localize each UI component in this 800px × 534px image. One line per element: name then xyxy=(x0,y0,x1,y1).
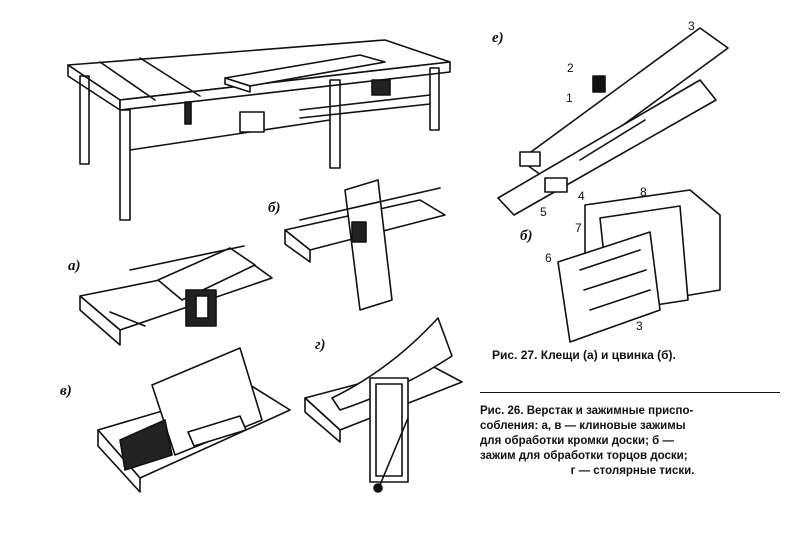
panel-label-g: г) xyxy=(315,337,326,353)
workbench xyxy=(67,39,451,221)
clamp-v-drawing xyxy=(97,347,291,493)
fig27-label-b: б) xyxy=(520,228,532,244)
panel-label-a: а) xyxy=(68,258,81,274)
part-number: 2 xyxy=(567,61,574,75)
divider xyxy=(480,392,780,393)
part-number: 8 xyxy=(640,185,647,199)
caption-line: для обработки кромки доски; б — xyxy=(480,435,674,447)
pliers-drawing xyxy=(497,27,729,216)
fig27-label-e: е) xyxy=(492,30,504,46)
figure26-caption: Рис. 26. Верстак и зажимные приспо- собл… xyxy=(480,404,785,479)
tsvinka-drawing xyxy=(557,189,721,343)
panel-label-v: в) xyxy=(60,383,72,399)
clamp-b-drawing xyxy=(284,179,446,311)
caption-line: Рис. 26. Верстак и зажимные приспо- xyxy=(480,405,694,417)
caption-line: собления: а, в — клиновые зажимы xyxy=(480,420,686,432)
part-number: 3 xyxy=(688,19,695,33)
clamp-g-drawing xyxy=(304,317,463,493)
part-number: 7 xyxy=(575,221,582,235)
figure27-caption: Рис. 27. Клещи (а) и цвинка (б). xyxy=(492,348,676,362)
caption-line: зажим для обработки торцов доски; xyxy=(480,450,688,462)
part-number: 1 xyxy=(566,91,573,105)
part-number: 6 xyxy=(545,251,552,265)
caption-line: г — столярные тиски. xyxy=(570,465,695,477)
part-number: 5 xyxy=(540,205,547,219)
part-number: 4 xyxy=(578,189,585,203)
clamp-a-drawing xyxy=(79,245,273,346)
part-number: 3 xyxy=(636,319,643,333)
panel-label-b: б) xyxy=(268,200,280,216)
